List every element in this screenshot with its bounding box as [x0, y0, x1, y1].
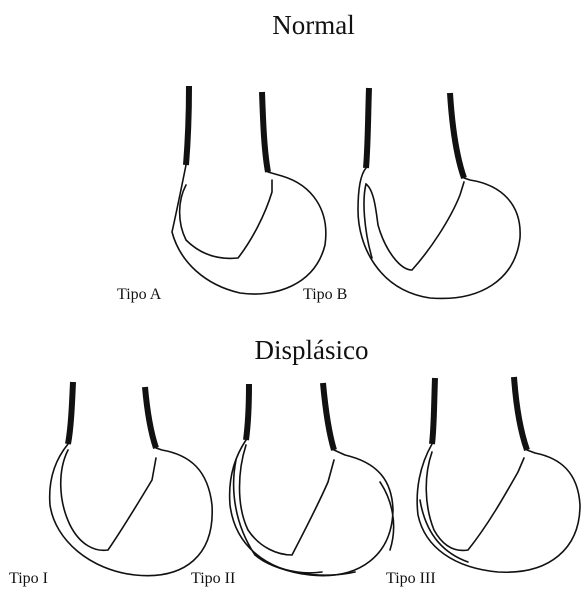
label-tipo-b: Tipo B [303, 287, 347, 303]
trochlea-tipo-a [172, 86, 326, 294]
trochlea-tipo-ii [230, 383, 394, 576]
label-tipo-a: Tipo A [117, 287, 161, 303]
label-tipo-ii: Tipo II [191, 571, 235, 587]
trochlea-tipo-b [358, 88, 520, 298]
trochlea-tipo-iii [417, 377, 580, 572]
label-tipo-iii: Tipo III [386, 571, 436, 587]
label-tipo-i: Tipo I [9, 571, 48, 587]
trochlea-tipo-i [50, 382, 213, 576]
